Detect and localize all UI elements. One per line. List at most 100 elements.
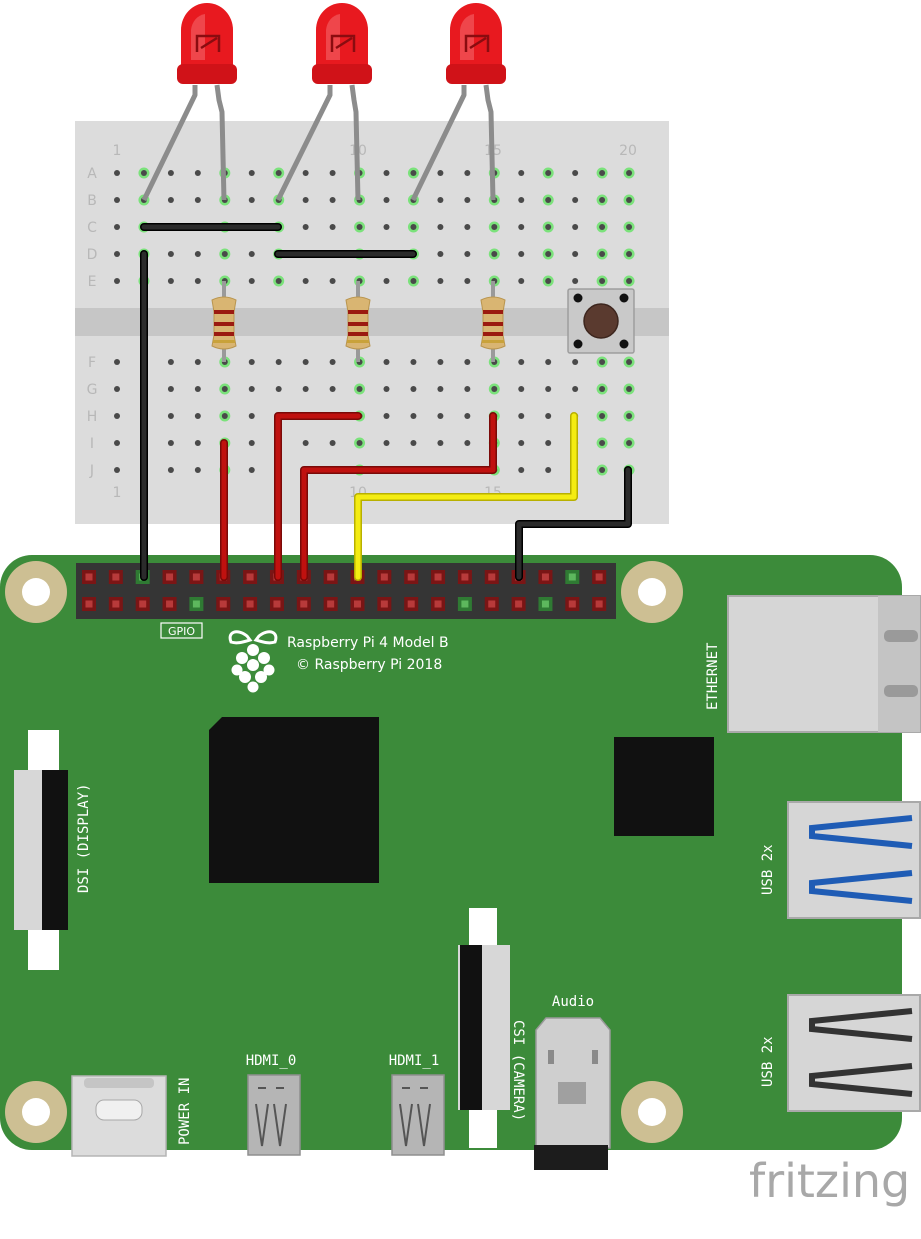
breadboard-hole	[329, 197, 336, 203]
breadboard-hole	[356, 224, 363, 230]
breadboard-hole	[437, 224, 444, 230]
breadboard-hole	[275, 170, 282, 176]
resistor-3[interactable]	[480, 281, 506, 362]
breadboard-hole	[545, 386, 552, 392]
usb3-port	[787, 801, 921, 919]
breadboard-hole	[626, 224, 633, 230]
breadboard-hole	[167, 386, 174, 392]
breadboard-hole	[545, 413, 552, 419]
breadboard-hole	[572, 278, 579, 284]
breadboard-hole	[599, 440, 606, 446]
row-label-b: B	[87, 193, 97, 209]
breadboard-hole	[437, 197, 444, 203]
breadboard-hole	[599, 170, 606, 176]
breadboard-hole	[275, 359, 282, 365]
breadboard-hole	[302, 170, 309, 176]
audio-label: Audio	[552, 994, 594, 1010]
breadboard-hole	[464, 224, 471, 230]
breadboard-hole	[167, 278, 174, 284]
row-label-d: D	[87, 247, 98, 263]
wires	[140, 223, 632, 581]
resistors	[211, 281, 506, 362]
breadboard-hole	[194, 413, 201, 419]
csi-label: CSI (CAMERA)	[510, 1020, 526, 1121]
breadboard-hole	[437, 440, 444, 446]
breadboard-hole	[464, 170, 471, 176]
col-number-1-bottom: 1	[113, 485, 122, 501]
breadboard-hole	[383, 170, 390, 176]
breadboard-hole	[518, 440, 525, 446]
breadboard-hole	[572, 224, 579, 230]
breadboard-hole	[302, 224, 309, 230]
resistor-1[interactable]	[211, 281, 237, 362]
breadboard-hole	[275, 386, 282, 392]
breadboard-hole	[599, 467, 606, 473]
hdmi0-label: HDMI_0	[246, 1053, 297, 1069]
breadboard-hole	[221, 251, 228, 257]
breadboard-hole	[221, 413, 228, 419]
breadboard-hole	[518, 386, 525, 392]
breadboard-hole	[302, 440, 309, 446]
resistor-2[interactable]	[345, 281, 371, 362]
breadboard-hole	[572, 386, 579, 392]
breadboard-hole	[572, 197, 579, 203]
breadboard-hole	[626, 251, 633, 257]
breadboard-hole	[437, 251, 444, 257]
raspberry-pi-board: GPIO Raspberry Pi 4 Model B © Raspberry …	[0, 555, 921, 1170]
breadboard-hole	[491, 224, 498, 230]
breadboard-hole	[194, 359, 201, 365]
breadboard-hole	[599, 197, 606, 203]
led-2[interactable]	[275, 3, 372, 202]
breadboard-hole	[518, 359, 525, 365]
breadboard-hole	[626, 197, 633, 203]
breadboard-hole	[518, 197, 525, 203]
gpio-pins	[82, 570, 607, 611]
led-1[interactable]	[141, 3, 237, 202]
breadboard-hole	[383, 224, 390, 230]
breadboard-hole	[248, 386, 255, 392]
gpio-label: GPIO	[168, 625, 195, 638]
breadboard-hole	[194, 251, 201, 257]
breadboard-hole	[114, 467, 120, 473]
breadboard-hole	[599, 251, 606, 257]
breadboard-hole	[599, 224, 606, 230]
breadboard-hole	[383, 359, 390, 365]
breadboard-hole	[383, 440, 390, 446]
breadboard-hole	[410, 224, 417, 230]
usb-bottom-label: USB 2x	[760, 1036, 776, 1087]
col-number-20-top: 20	[619, 143, 637, 159]
usb-top-label: USB 2x	[760, 844, 776, 895]
csi-connector	[458, 908, 510, 1148]
breadboard-hole	[545, 440, 552, 446]
breadboard-hole	[383, 278, 390, 284]
breadboard-hole	[114, 386, 120, 392]
push-button[interactable]	[567, 288, 635, 354]
breadboard-hole	[518, 413, 525, 419]
breadboard-hole	[410, 170, 417, 176]
breadboard-hole	[545, 224, 552, 230]
breadboard-hole	[329, 224, 336, 230]
power-usb-c-port	[71, 1075, 167, 1157]
yellow-wire-button	[354, 412, 578, 581]
breadboard-hole	[410, 440, 417, 446]
breadboard-hole	[114, 197, 120, 203]
breadboard-hole	[626, 386, 633, 392]
row-label-e: E	[88, 274, 97, 290]
breadboard-hole	[194, 467, 201, 473]
breadboard-hole	[329, 386, 336, 392]
breadboard-hole	[302, 359, 309, 365]
breadboard-hole	[464, 386, 471, 392]
leds	[141, 3, 506, 202]
breadboard-hole	[221, 386, 228, 392]
breadboard-hole	[518, 278, 525, 284]
breadboard-hole	[248, 440, 255, 446]
breadboard-hole	[248, 170, 255, 176]
breadboard-hole	[545, 467, 552, 473]
breadboard-hole	[572, 170, 579, 176]
row-label-a: A	[87, 166, 97, 182]
breadboard-hole	[167, 359, 174, 365]
hdmi1-label: HDMI_1	[389, 1053, 440, 1069]
dsi-connector	[14, 730, 68, 970]
breadboard-hole	[194, 386, 201, 392]
led-3[interactable]	[410, 3, 506, 202]
